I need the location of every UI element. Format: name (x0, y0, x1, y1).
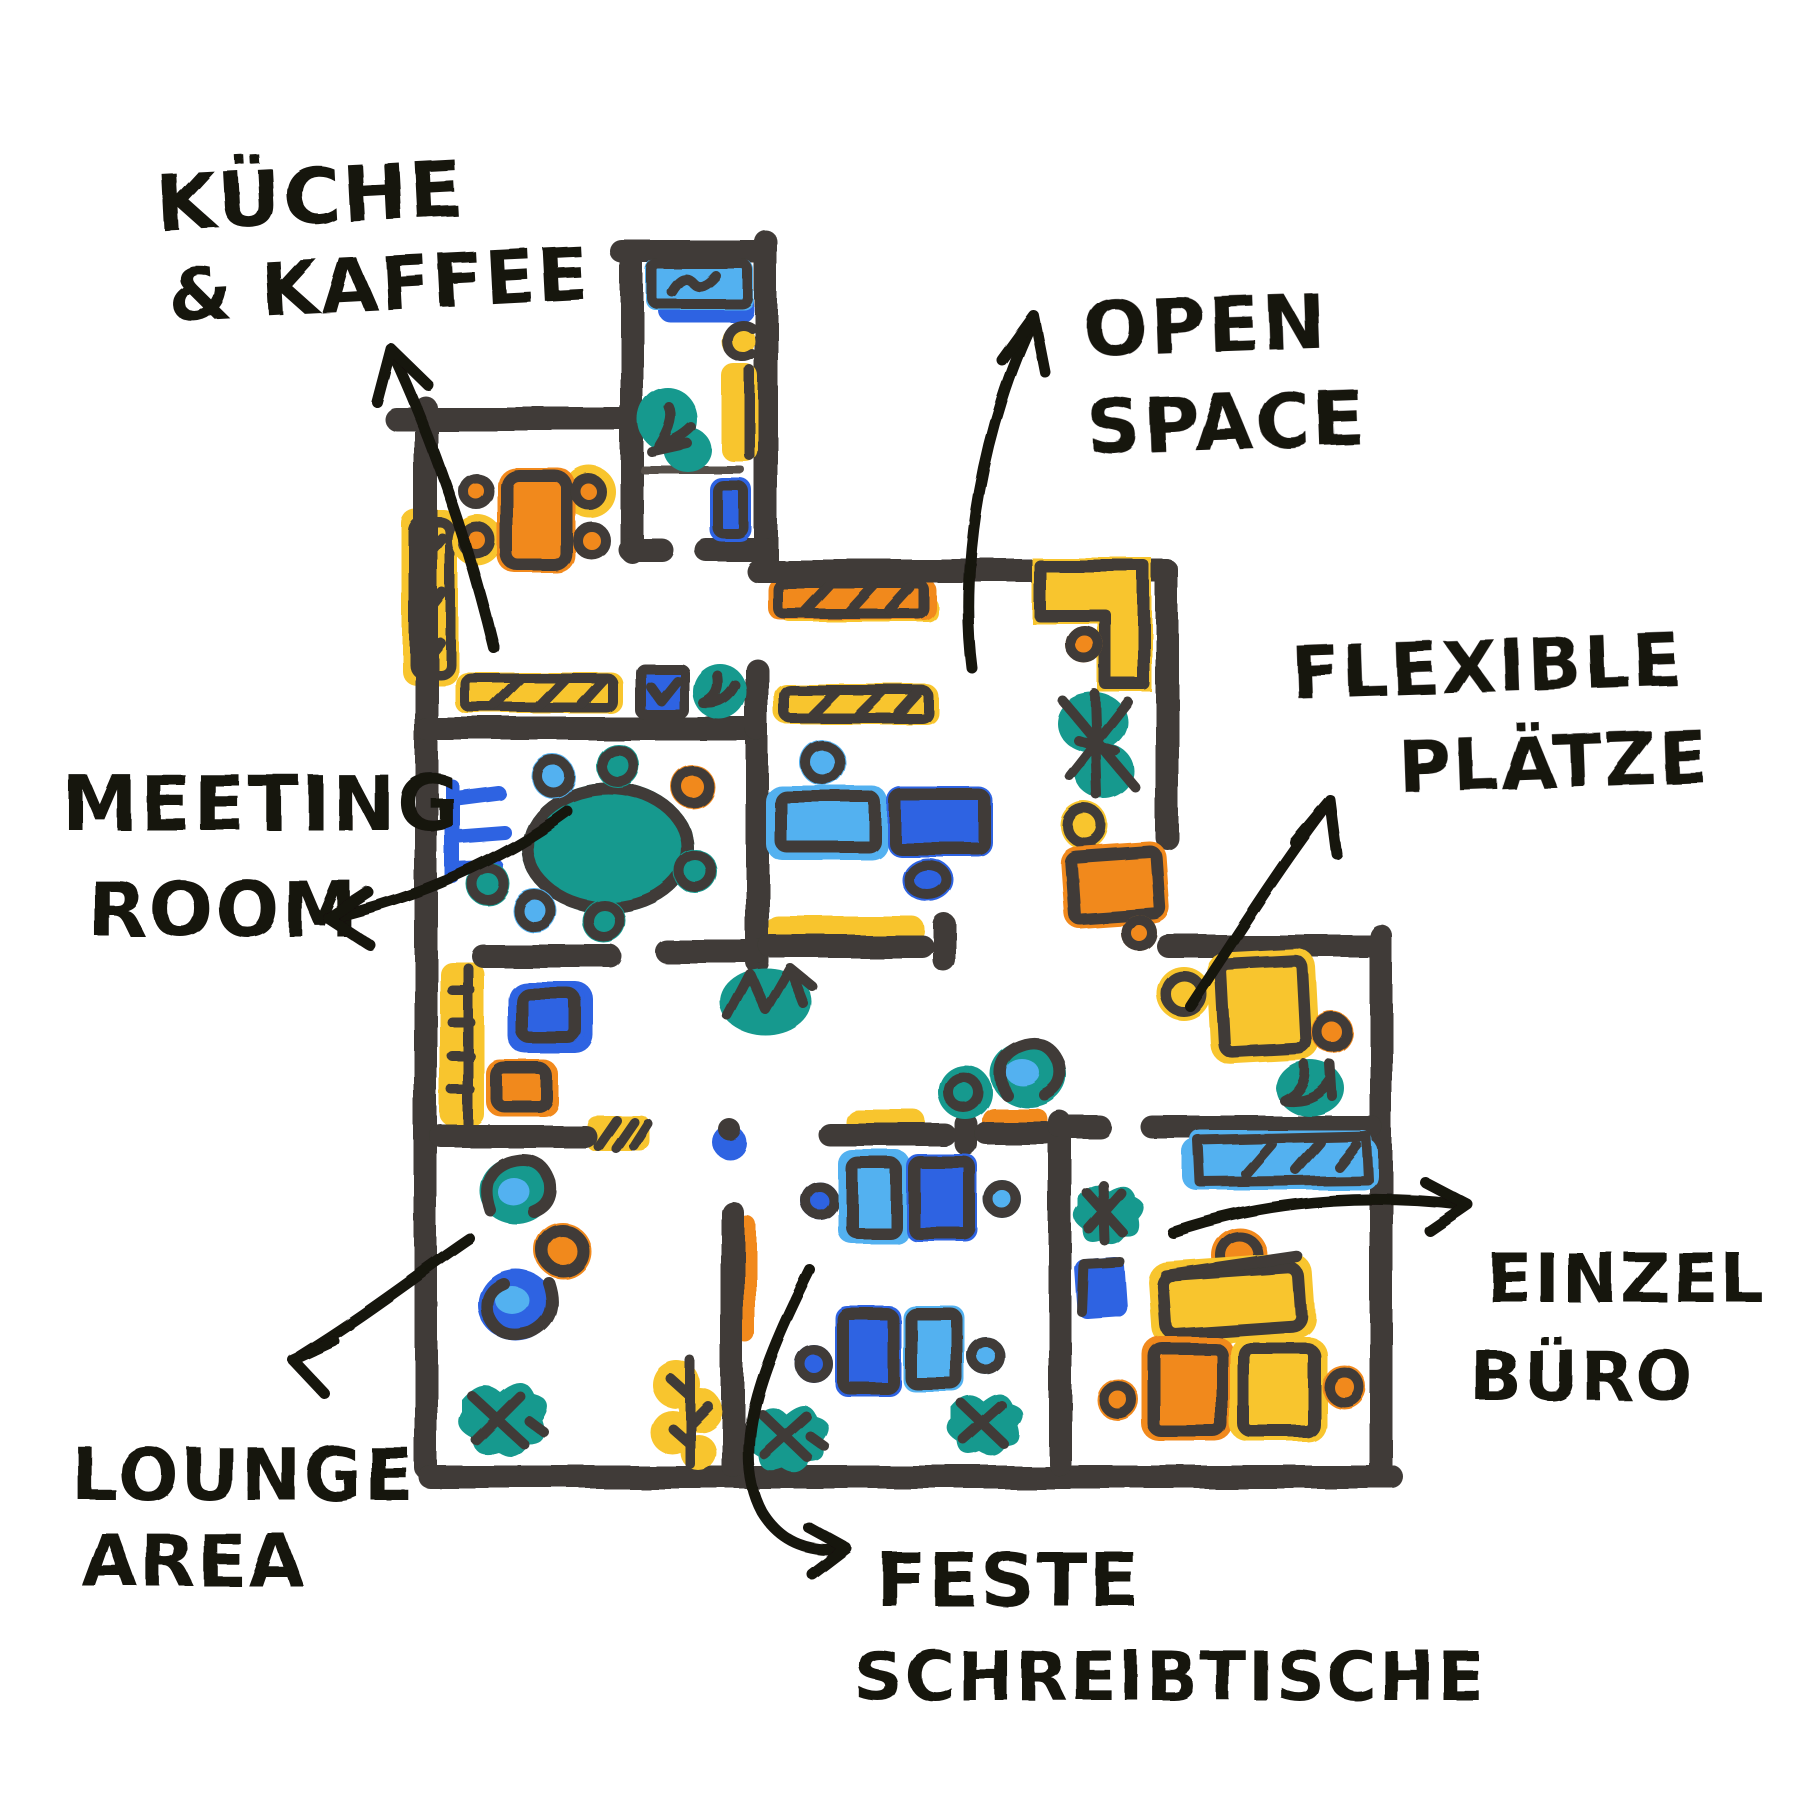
arrowhead (1420, 1177, 1474, 1237)
plant-x-icon (458, 1382, 549, 1457)
plant-x-icon (747, 1405, 829, 1473)
desk-blue-icon (835, 1306, 901, 1396)
meeting-room (445, 744, 718, 943)
room-label: AREA (82, 1519, 306, 1603)
kitchen-table-icon (498, 468, 576, 574)
room-label: FESTE (876, 1538, 1141, 1624)
kitchen-room (452, 466, 616, 574)
plant-w-icon (720, 963, 817, 1036)
corner-desk-icon (1032, 558, 1152, 692)
walls (384, 230, 1404, 1489)
room-label: & KAFFEE (165, 231, 592, 339)
arrowhead (802, 1521, 852, 1580)
room-label: EINZEL (1486, 1240, 1766, 1319)
kitchen-sideboard-icon (455, 672, 623, 714)
washer-icon (646, 259, 754, 322)
whiteboard-shelf-icon (445, 779, 511, 883)
meeting-chairs (466, 744, 718, 943)
flexible-wing (1156, 948, 1353, 1116)
desk-lightblue-icon (845, 1156, 903, 1240)
room-label: LOUNGE (72, 1433, 416, 1517)
desk-blue-icon (906, 1154, 978, 1242)
plant-icon (638, 388, 712, 472)
room-label: MEETING (62, 759, 462, 848)
openspace-sideboard-yellow-icon (774, 684, 938, 724)
arrowhead (371, 343, 435, 408)
print-corner (486, 982, 594, 1116)
cabinet-icon (722, 364, 758, 462)
bin-icon (710, 478, 752, 542)
desk-blue-icon (887, 787, 993, 857)
plant-icon (1276, 1059, 1344, 1116)
plant-x-icon (948, 1394, 1023, 1456)
corridor-plant-icon (693, 664, 747, 720)
office-desk-icon (1230, 1336, 1326, 1442)
window-desk-icon (1182, 1130, 1378, 1190)
arrowhead (1289, 794, 1343, 860)
toilet-icon (721, 320, 757, 362)
arrow-open-space (962, 312, 1040, 674)
door-swing-hatch-icon (586, 1115, 653, 1153)
room-label: KÜCHE (154, 143, 467, 251)
corridor-monitor-icon (635, 663, 689, 719)
label-feste-schreibtische: FESTE SCHREIBTISCHE (854, 1538, 1486, 1717)
room-label: SPACE (1085, 373, 1368, 472)
label-open-space: OPEN SPACE (1082, 277, 1368, 472)
room-label: FLEXIBLE (1289, 618, 1684, 716)
arrowhead (322, 886, 377, 952)
plant-yellow-icon (650, 1355, 722, 1470)
armchair-teal-icon (479, 1153, 557, 1224)
office-desk-icon (1142, 1336, 1234, 1442)
kitchen-chair-icon (458, 474, 611, 560)
fixed-desks-room (747, 1150, 1023, 1473)
arrow-feste (743, 1264, 849, 1556)
soft-seating-cluster (938, 1037, 1066, 1119)
plant-branch-icon (1056, 689, 1141, 801)
arrow-lounge (294, 1233, 476, 1362)
arrow-kueche (388, 350, 500, 654)
label-flexible-plaetze: FLEXIBLE PLÄTZE (1289, 618, 1711, 810)
armchair-blue-icon (478, 1269, 558, 1341)
label-meeting-room: MEETING ROOM (62, 759, 462, 954)
lounge-room (458, 1153, 722, 1470)
office-desk-icon (1148, 1251, 1316, 1347)
label-einzel-buero: EINZEL BÜRO (1470, 1240, 1766, 1417)
open-space (720, 558, 1170, 1036)
label-kueche-kaffee: KÜCHE & KAFFEE (154, 143, 592, 340)
annotations: KÜCHE & KAFFEE OPEN SPACE FLEXIBLE PLÄTZ… (62, 143, 1766, 1717)
arrowhead (996, 310, 1051, 378)
flex-desk-icon (1206, 948, 1320, 1064)
armchair-teal-icon (990, 1037, 1066, 1107)
room-label: PLÄTZE (1397, 715, 1711, 810)
desk-lightblue-icon (773, 789, 883, 855)
storage-shelf-yellow (440, 962, 484, 1129)
room-label: SCHREIBTISCHE (854, 1638, 1486, 1717)
plant-star-icon (1073, 1179, 1144, 1245)
label-lounge-area: LOUNGE AREA (72, 1433, 416, 1603)
single-office-room (1073, 1130, 1378, 1442)
room-label: OPEN (1082, 277, 1329, 374)
arrowhead (287, 1335, 340, 1400)
arrow-einzel (1166, 1193, 1470, 1238)
desk-orange-icon (1060, 841, 1170, 929)
door-pivot-icon (712, 1118, 746, 1159)
room-label: ROOM (88, 865, 359, 954)
storage-room (638, 259, 758, 542)
desk-lightblue-icon (903, 1306, 965, 1392)
room-label: BÜRO (1470, 1337, 1695, 1417)
arrow-meeting (332, 806, 574, 922)
openspace-sideboard-orange-icon (768, 578, 938, 622)
